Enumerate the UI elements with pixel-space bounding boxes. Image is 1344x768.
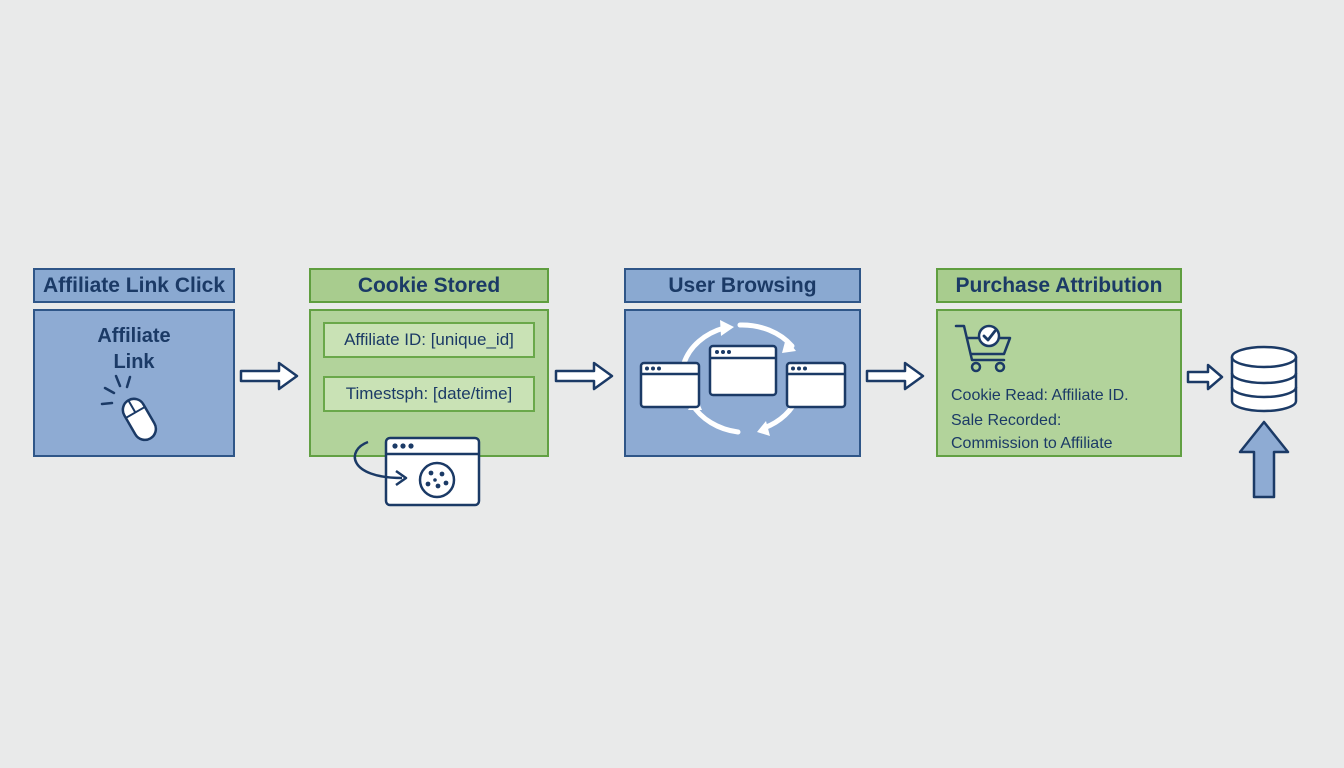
step3-header: User Browsing — [624, 268, 861, 303]
step1-header: Affiliate Link Click — [33, 268, 235, 303]
flow-arrow-4 — [1186, 363, 1224, 391]
flow-arrow-1 — [239, 361, 299, 391]
step1-label-line1: Affiliate — [97, 325, 171, 347]
browser-windows-cycle-icon — [639, 320, 847, 436]
timestamp-field: Timestsph: [date/time] — [323, 376, 535, 412]
step1-label-line2: Link — [113, 351, 155, 373]
step4-details: Cookie Read: Affiliate ID. Sale Recorded… — [951, 384, 1129, 455]
step1-label: Affiliate Link — [33, 323, 235, 375]
step4-header: Purchase Attribution — [936, 268, 1182, 303]
sale-recorded-line: Sale Recorded: — [951, 412, 1062, 429]
step4-panel — [936, 309, 1182, 457]
cookie-browser-icon — [353, 436, 481, 507]
mouse-click-icon — [100, 374, 158, 442]
commission-line: Commission to Affiliate — [951, 435, 1113, 452]
upward-arrow-icon — [1238, 420, 1290, 499]
affiliate-id-field: Affiliate ID: [unique_id] — [323, 322, 535, 358]
database-icon — [1230, 345, 1298, 413]
shopping-cart-check-icon — [954, 324, 1012, 373]
flow-arrow-3 — [865, 361, 925, 391]
cookie-read-line: Cookie Read: Affiliate ID. — [951, 387, 1129, 404]
flow-arrow-2 — [554, 361, 614, 391]
step2-header: Cookie Stored — [309, 268, 549, 303]
